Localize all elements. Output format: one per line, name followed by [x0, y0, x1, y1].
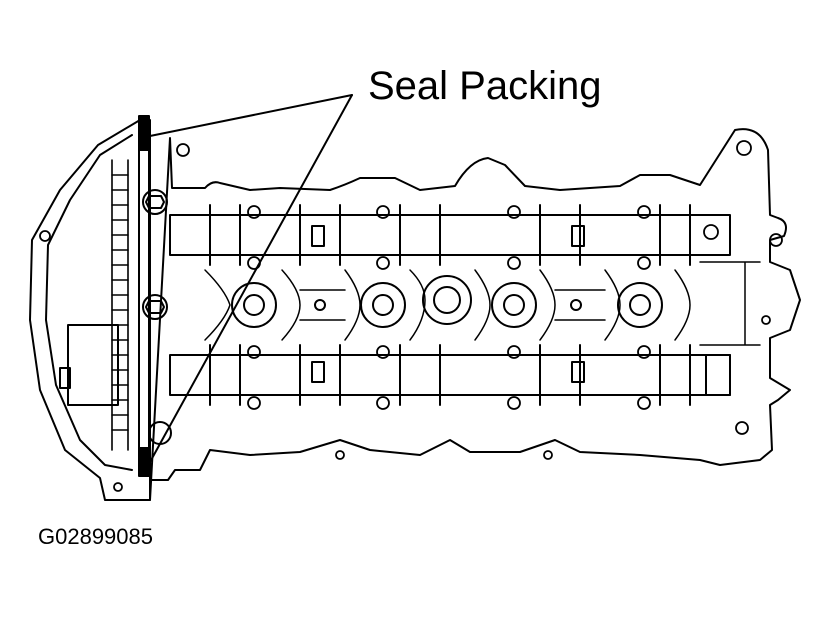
intake-camshaft — [169, 204, 731, 266]
seal-packing-bottom — [138, 447, 150, 477]
figure-id: G02899085 — [38, 524, 153, 549]
seal-packing-label: Seal Packing — [368, 64, 602, 108]
timing-chain — [111, 159, 129, 451]
callout-leaders — [149, 94, 353, 463]
mounting-holes — [39, 140, 783, 492]
sprocket-bolt-lower — [148, 421, 172, 445]
head-ribs — [204, 261, 761, 346]
sprocket-bolt-upper — [142, 189, 168, 215]
head-front-edge — [138, 149, 150, 449]
bearing-cap-bolts — [247, 205, 651, 410]
spark-plug-tubes — [231, 275, 663, 328]
sprocket-bolt-middle — [142, 294, 168, 320]
timing-cover-inner — [45, 134, 133, 471]
exhaust-camshaft — [169, 344, 731, 406]
chain-tensioner — [67, 324, 119, 406]
seal-packing-top — [138, 115, 150, 151]
cylinder-head-outline — [149, 128, 801, 501]
timing-cover-outline — [29, 119, 151, 501]
